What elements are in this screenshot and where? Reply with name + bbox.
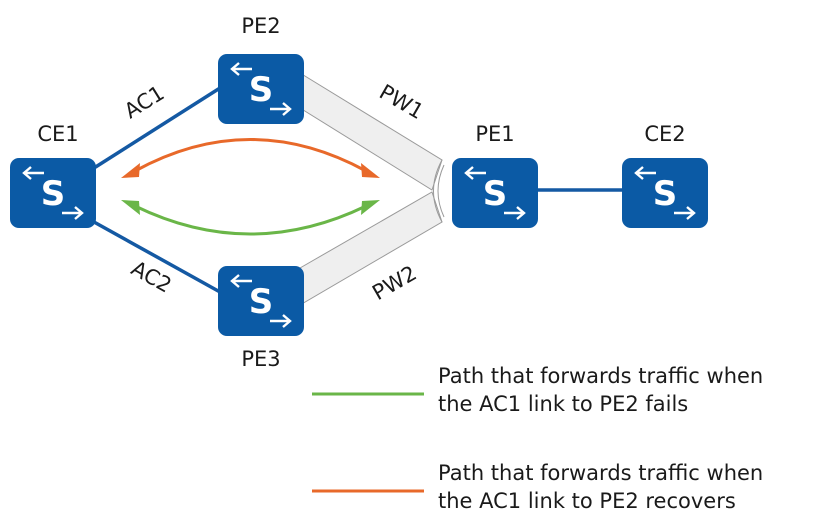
failover-path-arrow <box>121 200 380 236</box>
recovery-path-arrow <box>121 138 380 178</box>
ce2-label: CE2 <box>644 122 685 146</box>
ac2-link <box>93 220 221 294</box>
legend-recovery-line1: Path that forwards traffic when <box>438 461 764 485</box>
pw2-label: PW2 <box>368 261 421 305</box>
ac1-label: AC1 <box>120 81 168 124</box>
legend-recovery-text: Path that forwards traffic when the AC1 … <box>438 459 818 515</box>
ce1-switch-icon <box>8 156 98 230</box>
ce2-switch-icon <box>620 156 710 230</box>
pw-tunnel-end-arc-inner <box>437 164 445 218</box>
legend-failover-line2: the AC1 link to PE2 fails <box>438 392 689 416</box>
ce1-label: CE1 <box>37 122 78 146</box>
pe2-label: PE2 <box>241 14 280 38</box>
legend-failover-text: Path that forwards traffic when the AC1 … <box>438 362 818 418</box>
pe1-label: PE1 <box>475 122 514 146</box>
legend-failover-line1: Path that forwards traffic when <box>438 364 764 388</box>
pe3-label: PE3 <box>241 347 280 371</box>
pe3-switch-icon <box>216 264 306 338</box>
pw-tunnel-end-arc <box>433 159 443 223</box>
ac1-link <box>93 86 221 170</box>
pe1-switch-icon <box>450 156 540 230</box>
pe2-switch-icon <box>216 52 306 126</box>
pw1-label: PW1 <box>375 80 428 124</box>
legend-recovery-line2: the AC1 link to PE2 recovers <box>438 489 736 513</box>
